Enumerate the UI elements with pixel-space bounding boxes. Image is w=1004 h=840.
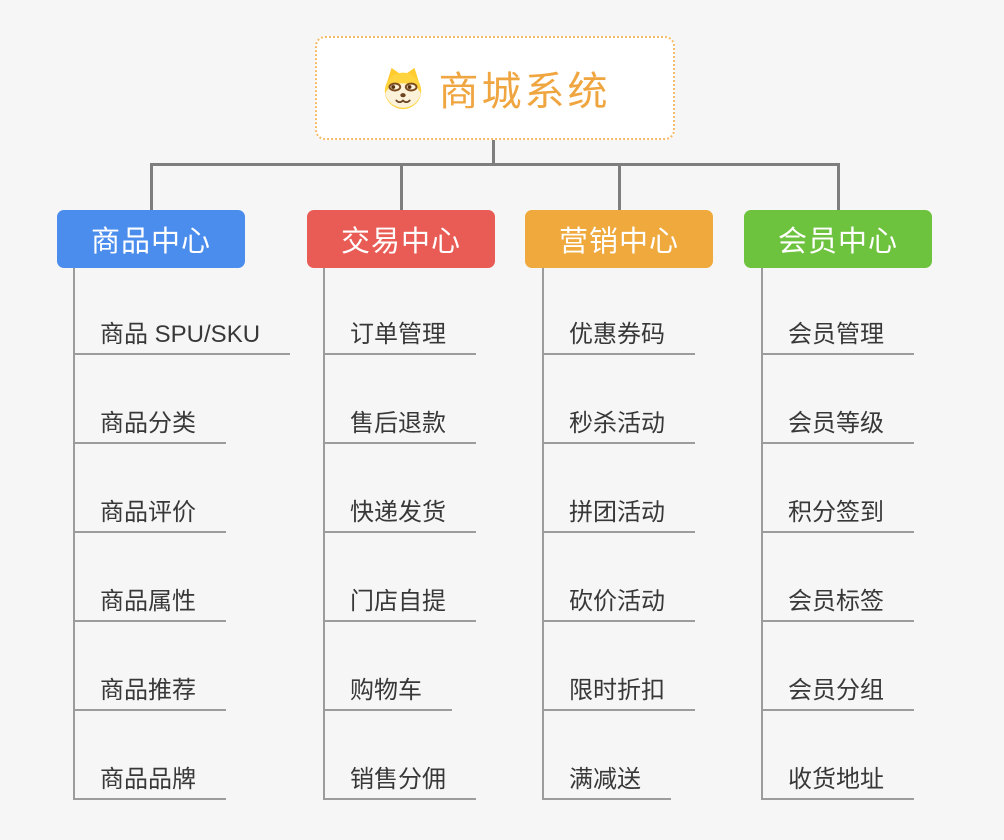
mindmap-item[interactable]: 砍价活动 bbox=[544, 533, 695, 622]
mindmap-item-label: 订单管理 bbox=[325, 314, 476, 355]
mindmap-item[interactable]: 限时折扣 bbox=[544, 622, 695, 711]
mindmap-item[interactable]: 积分签到 bbox=[763, 444, 914, 533]
mindmap-item-label: 积分签到 bbox=[763, 492, 914, 533]
mindmap-item[interactable]: 商品推荐 bbox=[75, 622, 290, 711]
mindmap-item[interactable]: 会员管理 bbox=[763, 268, 914, 355]
branch-header-3[interactable]: 营销中心 bbox=[525, 210, 713, 268]
mindmap-item-label: 商品评价 bbox=[75, 492, 226, 533]
mindmap-item-label: 秒杀活动 bbox=[544, 403, 695, 444]
connector-dropper-branch-2 bbox=[399, 163, 403, 210]
mindmap-item[interactable]: 秒杀活动 bbox=[544, 355, 695, 444]
mindmap-item-label: 商品分类 bbox=[75, 403, 226, 444]
branch-label: 会员中心 bbox=[777, 226, 898, 258]
mindmap-item-label: 收货地址 bbox=[763, 759, 914, 800]
mindmap-item[interactable]: 商品品牌 bbox=[75, 711, 290, 800]
branch-header-4[interactable]: 会员中心 bbox=[744, 210, 932, 268]
mindmap-item[interactable]: 商品分类 bbox=[75, 355, 290, 444]
mindmap-item-label: 会员管理 bbox=[763, 314, 914, 355]
branch-label: 商品中心 bbox=[90, 226, 211, 258]
branch-header-1[interactable]: 商品中心 bbox=[57, 210, 245, 268]
mindmap-item[interactable]: 会员等级 bbox=[763, 355, 914, 444]
mindmap-item[interactable]: 快递发货 bbox=[325, 444, 476, 533]
branch-header-2[interactable]: 交易中心 bbox=[307, 210, 495, 268]
mindmap-item-label: 砍价活动 bbox=[544, 581, 695, 622]
mindmap-item[interactable]: 购物车 bbox=[325, 622, 476, 711]
mindmap-item-label: 门店自提 bbox=[325, 581, 476, 622]
mindmap-item-label: 会员分组 bbox=[763, 670, 914, 711]
mindmap-item-label: 商品属性 bbox=[75, 581, 226, 622]
mindmap-item-label: 商品推荐 bbox=[75, 670, 226, 711]
mindmap-item[interactable]: 会员标签 bbox=[763, 533, 914, 622]
branch-label: 营销中心 bbox=[558, 226, 679, 258]
mindmap-item-label: 商品品牌 bbox=[75, 759, 226, 800]
branch-label: 交易中心 bbox=[340, 226, 461, 258]
connector-dropper-branch-1 bbox=[149, 163, 153, 210]
mindmap-item[interactable]: 收货地址 bbox=[763, 711, 914, 800]
mindmap-item[interactable]: 商品评价 bbox=[75, 444, 290, 533]
mindmap-item[interactable]: 门店自提 bbox=[325, 533, 476, 622]
mindmap-item-label: 会员标签 bbox=[763, 581, 914, 622]
mindmap-item-label: 售后退款 bbox=[325, 403, 476, 444]
connector-dropper-branch-3 bbox=[617, 163, 621, 210]
branch-item-list: 会员管理 会员等级 积分签到 会员标签 会员分组 收货地址 bbox=[761, 268, 914, 800]
mindmap-item[interactable]: 商品 SPU/SKU bbox=[75, 268, 291, 355]
mindmap-item[interactable]: 销售分佣 bbox=[325, 711, 476, 800]
branch-item-list: 订单管理 售后退款 快递发货 门店自提 购物车 销售分佣 bbox=[323, 268, 476, 800]
root-node-mall-system[interactable]: 商城系统 bbox=[315, 36, 675, 140]
mindmap-item[interactable]: 优惠券码 bbox=[544, 268, 695, 355]
connector-root-dropper bbox=[491, 140, 495, 165]
doge-icon bbox=[380, 65, 426, 111]
mindmap-item[interactable]: 会员分组 bbox=[763, 622, 914, 711]
root-title: 商城系统 bbox=[438, 70, 611, 114]
mindmap-item[interactable]: 满减送 bbox=[544, 711, 695, 800]
mindmap-item-label: 快递发货 bbox=[325, 492, 476, 533]
mindmap-item-label: 会员等级 bbox=[763, 403, 914, 444]
connector-dropper-branch-4 bbox=[836, 163, 840, 210]
mindmap-item-label: 拼团活动 bbox=[544, 492, 695, 533]
connector-horizontal-rail bbox=[149, 163, 840, 166]
mindmap-item-label: 优惠券码 bbox=[544, 314, 695, 355]
mindmap-item-label: 限时折扣 bbox=[544, 670, 695, 711]
mindmap-item-label: 购物车 bbox=[325, 670, 452, 711]
branch-item-list: 商品 SPU/SKU 商品分类 商品评价 商品属性 商品推荐 商品品牌 bbox=[73, 268, 291, 800]
mindmap-item[interactable]: 售后退款 bbox=[325, 355, 476, 444]
mindmap-item[interactable]: 拼团活动 bbox=[544, 444, 695, 533]
mindmap-item[interactable]: 商品属性 bbox=[75, 533, 290, 622]
branch-item-list: 优惠券码 秒杀活动 拼团活动 砍价活动 限时折扣 满减送 bbox=[542, 268, 695, 800]
mindmap-item[interactable]: 订单管理 bbox=[325, 268, 476, 355]
mindmap-item-label: 销售分佣 bbox=[325, 759, 476, 800]
mindmap-item-label: 满减送 bbox=[544, 759, 671, 800]
mindmap-item-label: 商品 SPU/SKU bbox=[75, 314, 291, 355]
